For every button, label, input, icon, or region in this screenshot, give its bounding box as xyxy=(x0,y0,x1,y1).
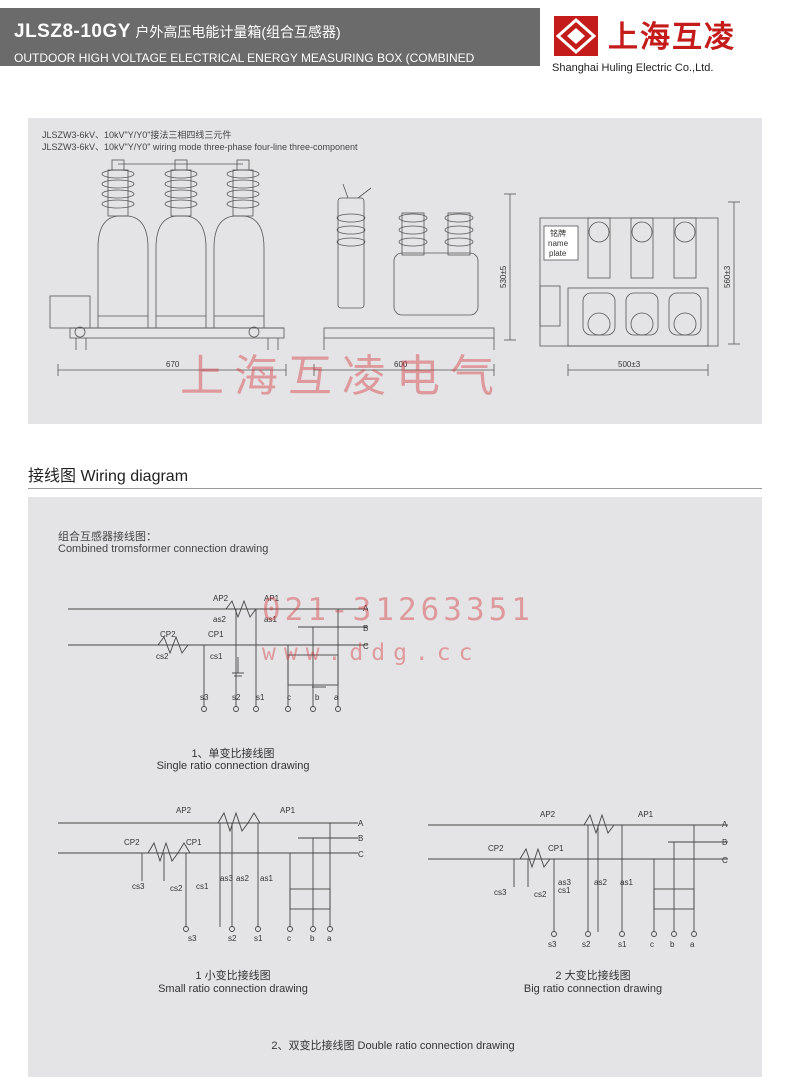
wiring-section-title: 接线图 Wiring diagram xyxy=(28,468,189,485)
label-s1-3: s1 xyxy=(618,940,627,949)
small-ratio-diagram xyxy=(58,811,358,932)
label-line-c-2: C xyxy=(358,850,364,859)
single-ratio-diagram xyxy=(68,599,368,712)
watermark-company: 上海互凌电气 xyxy=(180,351,504,402)
label-line-c-3: C xyxy=(722,856,728,865)
label-b-2: b xyxy=(310,934,315,943)
label-as2-2: as2 xyxy=(236,874,249,883)
label-as3-2: as3 xyxy=(220,874,233,883)
label-c-2: c xyxy=(287,934,291,943)
label-s2-2: s2 xyxy=(228,934,237,943)
label-a-3: a xyxy=(690,940,695,949)
single-ratio-title-en: Single ratio connection drawing xyxy=(156,760,310,772)
label-ap2-2: AP2 xyxy=(176,806,192,815)
header-bar: JLSZ8-10GY 户外高压电能计量箱(组合互感器) OUTDOOR HIGH… xyxy=(0,8,545,79)
label-cp1-1: CP1 xyxy=(208,630,224,639)
product-title-cn: 户外高压电能计量箱(组合互感器) xyxy=(135,24,341,40)
big-ratio-title-cn: 2 大变比接线图 xyxy=(555,970,631,982)
big-ratio-diagram xyxy=(428,813,728,937)
label-cs1-3: cs1 xyxy=(558,886,571,895)
single-ratio-title-cn: 1、单变比接线图 xyxy=(191,748,275,760)
header-title: JLSZ8-10GY 户外高压电能计量箱(组合互感器) xyxy=(14,21,341,43)
label-as1-3: as1 xyxy=(620,878,633,887)
dim-top-width: 500±3 xyxy=(618,360,641,369)
label-line-a-3: A xyxy=(722,820,728,829)
label-s3-1: s3 xyxy=(200,693,209,702)
label-c-1: c xyxy=(287,693,291,702)
label-cp2-1: CP2 xyxy=(160,630,176,639)
label-cp1-2: CP1 xyxy=(186,838,202,847)
dim-top-height: 560±3 xyxy=(723,265,732,288)
label-s1-1: s1 xyxy=(256,693,265,702)
nameplate-label-cn: 铭牌 xyxy=(550,228,566,238)
wiring-caption-en: Combined tromsformer connection drawing xyxy=(58,543,269,555)
label-ap1-1: AP1 xyxy=(264,594,280,603)
brand-name-en: Shanghai Huling Electric Co.,Ltd. xyxy=(552,62,714,74)
label-cs2-2: cs2 xyxy=(170,884,183,893)
small-ratio-title-en: Small ratio connection drawing xyxy=(158,983,308,995)
label-ap1-3: AP1 xyxy=(638,810,654,819)
watermark-phone: 021-31263351 xyxy=(262,592,534,628)
big-ratio-title-en: Big ratio connection drawing xyxy=(523,983,663,995)
label-line-a-2: A xyxy=(358,819,364,828)
dimension-drawing-panel: JLSZW3-6kV、10kV"Y/Y0"接法三相四线三元件 JLSZW3-6k… xyxy=(28,118,762,424)
label-line-a-1: A xyxy=(363,604,369,613)
page-header: JLSZ8-10GY 户外高压电能计量箱(组合互感器) OUTDOOR HIGH… xyxy=(0,0,810,79)
label-cp2-3: CP2 xyxy=(488,844,504,853)
label-b-3: b xyxy=(670,940,675,949)
label-cs3-3: cs3 xyxy=(494,888,507,897)
wiring-caption-cn: 组合互感器接线图： xyxy=(58,531,157,543)
label-as3-3: as3 xyxy=(558,878,571,887)
watermark-url: www.ddg.cc xyxy=(262,640,481,666)
label-cs1-1: cs1 xyxy=(210,652,223,661)
brand-name-cn: 上海互凌 xyxy=(608,20,736,55)
small-ratio-title-cn: 1 小变比接线图 xyxy=(195,970,271,982)
label-as2-1: as2 xyxy=(213,615,226,624)
dim-front-width: 670 xyxy=(166,360,180,369)
label-line-b-2: B xyxy=(358,834,363,843)
brand-logo: 上海互凌 Shanghai Huling Electric Co.,Ltd. xyxy=(540,0,810,75)
label-a-2: a xyxy=(327,934,332,943)
double-ratio-title: 2、双变比接线图 Double ratio connection drawing xyxy=(271,1040,515,1052)
wiring-diagrams: AP2 AP1 as2 as1 CP2 CP1 cs2 cs1 A B C s3… xyxy=(58,594,728,949)
label-s1-2: s1 xyxy=(254,934,263,943)
label-cs3-2: cs3 xyxy=(132,882,145,891)
label-line-b-1: B xyxy=(363,624,368,633)
diamond-logo-icon xyxy=(554,16,598,56)
dim-side-height: 530±5 xyxy=(499,265,508,288)
product-model: JLSZ8-10GY xyxy=(14,21,131,42)
label-b-1: b xyxy=(315,693,320,702)
label-cs2-3: cs2 xyxy=(534,890,547,899)
nameplate-label-en1: name xyxy=(548,239,569,248)
label-as1-1: as1 xyxy=(264,615,277,624)
label-s3-2: s3 xyxy=(188,934,197,943)
drawing-caption-cn: JLSZW3-6kV、10kV"Y/Y0"接法三相四线三元件 xyxy=(42,130,232,140)
label-ap2-1: AP2 xyxy=(213,594,229,603)
top-view xyxy=(539,201,740,376)
dim-side-width: 600 xyxy=(394,360,408,369)
label-ap2-3: AP2 xyxy=(540,810,556,819)
label-cs1-2: cs1 xyxy=(196,882,209,891)
label-line-c-1: C xyxy=(363,642,369,651)
dimension-drawing: 670 600 530±5 500±3 560±3 铭牌 name plate xyxy=(49,159,740,376)
drawing-caption-en: JLSZW3-6kV、10kV"Y/Y0" wiring mode three-… xyxy=(42,142,358,152)
nameplate-label-en2: plate xyxy=(549,249,567,258)
label-s3-3: s3 xyxy=(548,940,557,949)
label-as2-3: as2 xyxy=(594,878,607,887)
label-cp1-3: CP1 xyxy=(548,844,564,853)
label-cp2-2: CP2 xyxy=(124,838,140,847)
label-a-1: a xyxy=(334,693,339,702)
label-cs2-1: cs2 xyxy=(156,652,169,661)
label-line-b-3: B xyxy=(722,838,727,847)
label-c-3: c xyxy=(650,940,654,949)
label-ap1-2: AP1 xyxy=(280,806,296,815)
label-s2-1: s2 xyxy=(232,693,241,702)
side-view xyxy=(313,183,516,376)
label-as1-2: as1 xyxy=(260,874,273,883)
product-title-en: OUTDOOR HIGH VOLTAGE ELECTRICAL ENERGY M… xyxy=(14,51,475,79)
wiring-diagram-panel: 组合互感器接线图： Combined tromsformer connectio… xyxy=(28,497,762,1077)
front-view xyxy=(49,159,287,376)
section-divider xyxy=(28,488,762,489)
label-s2-3: s2 xyxy=(582,940,591,949)
